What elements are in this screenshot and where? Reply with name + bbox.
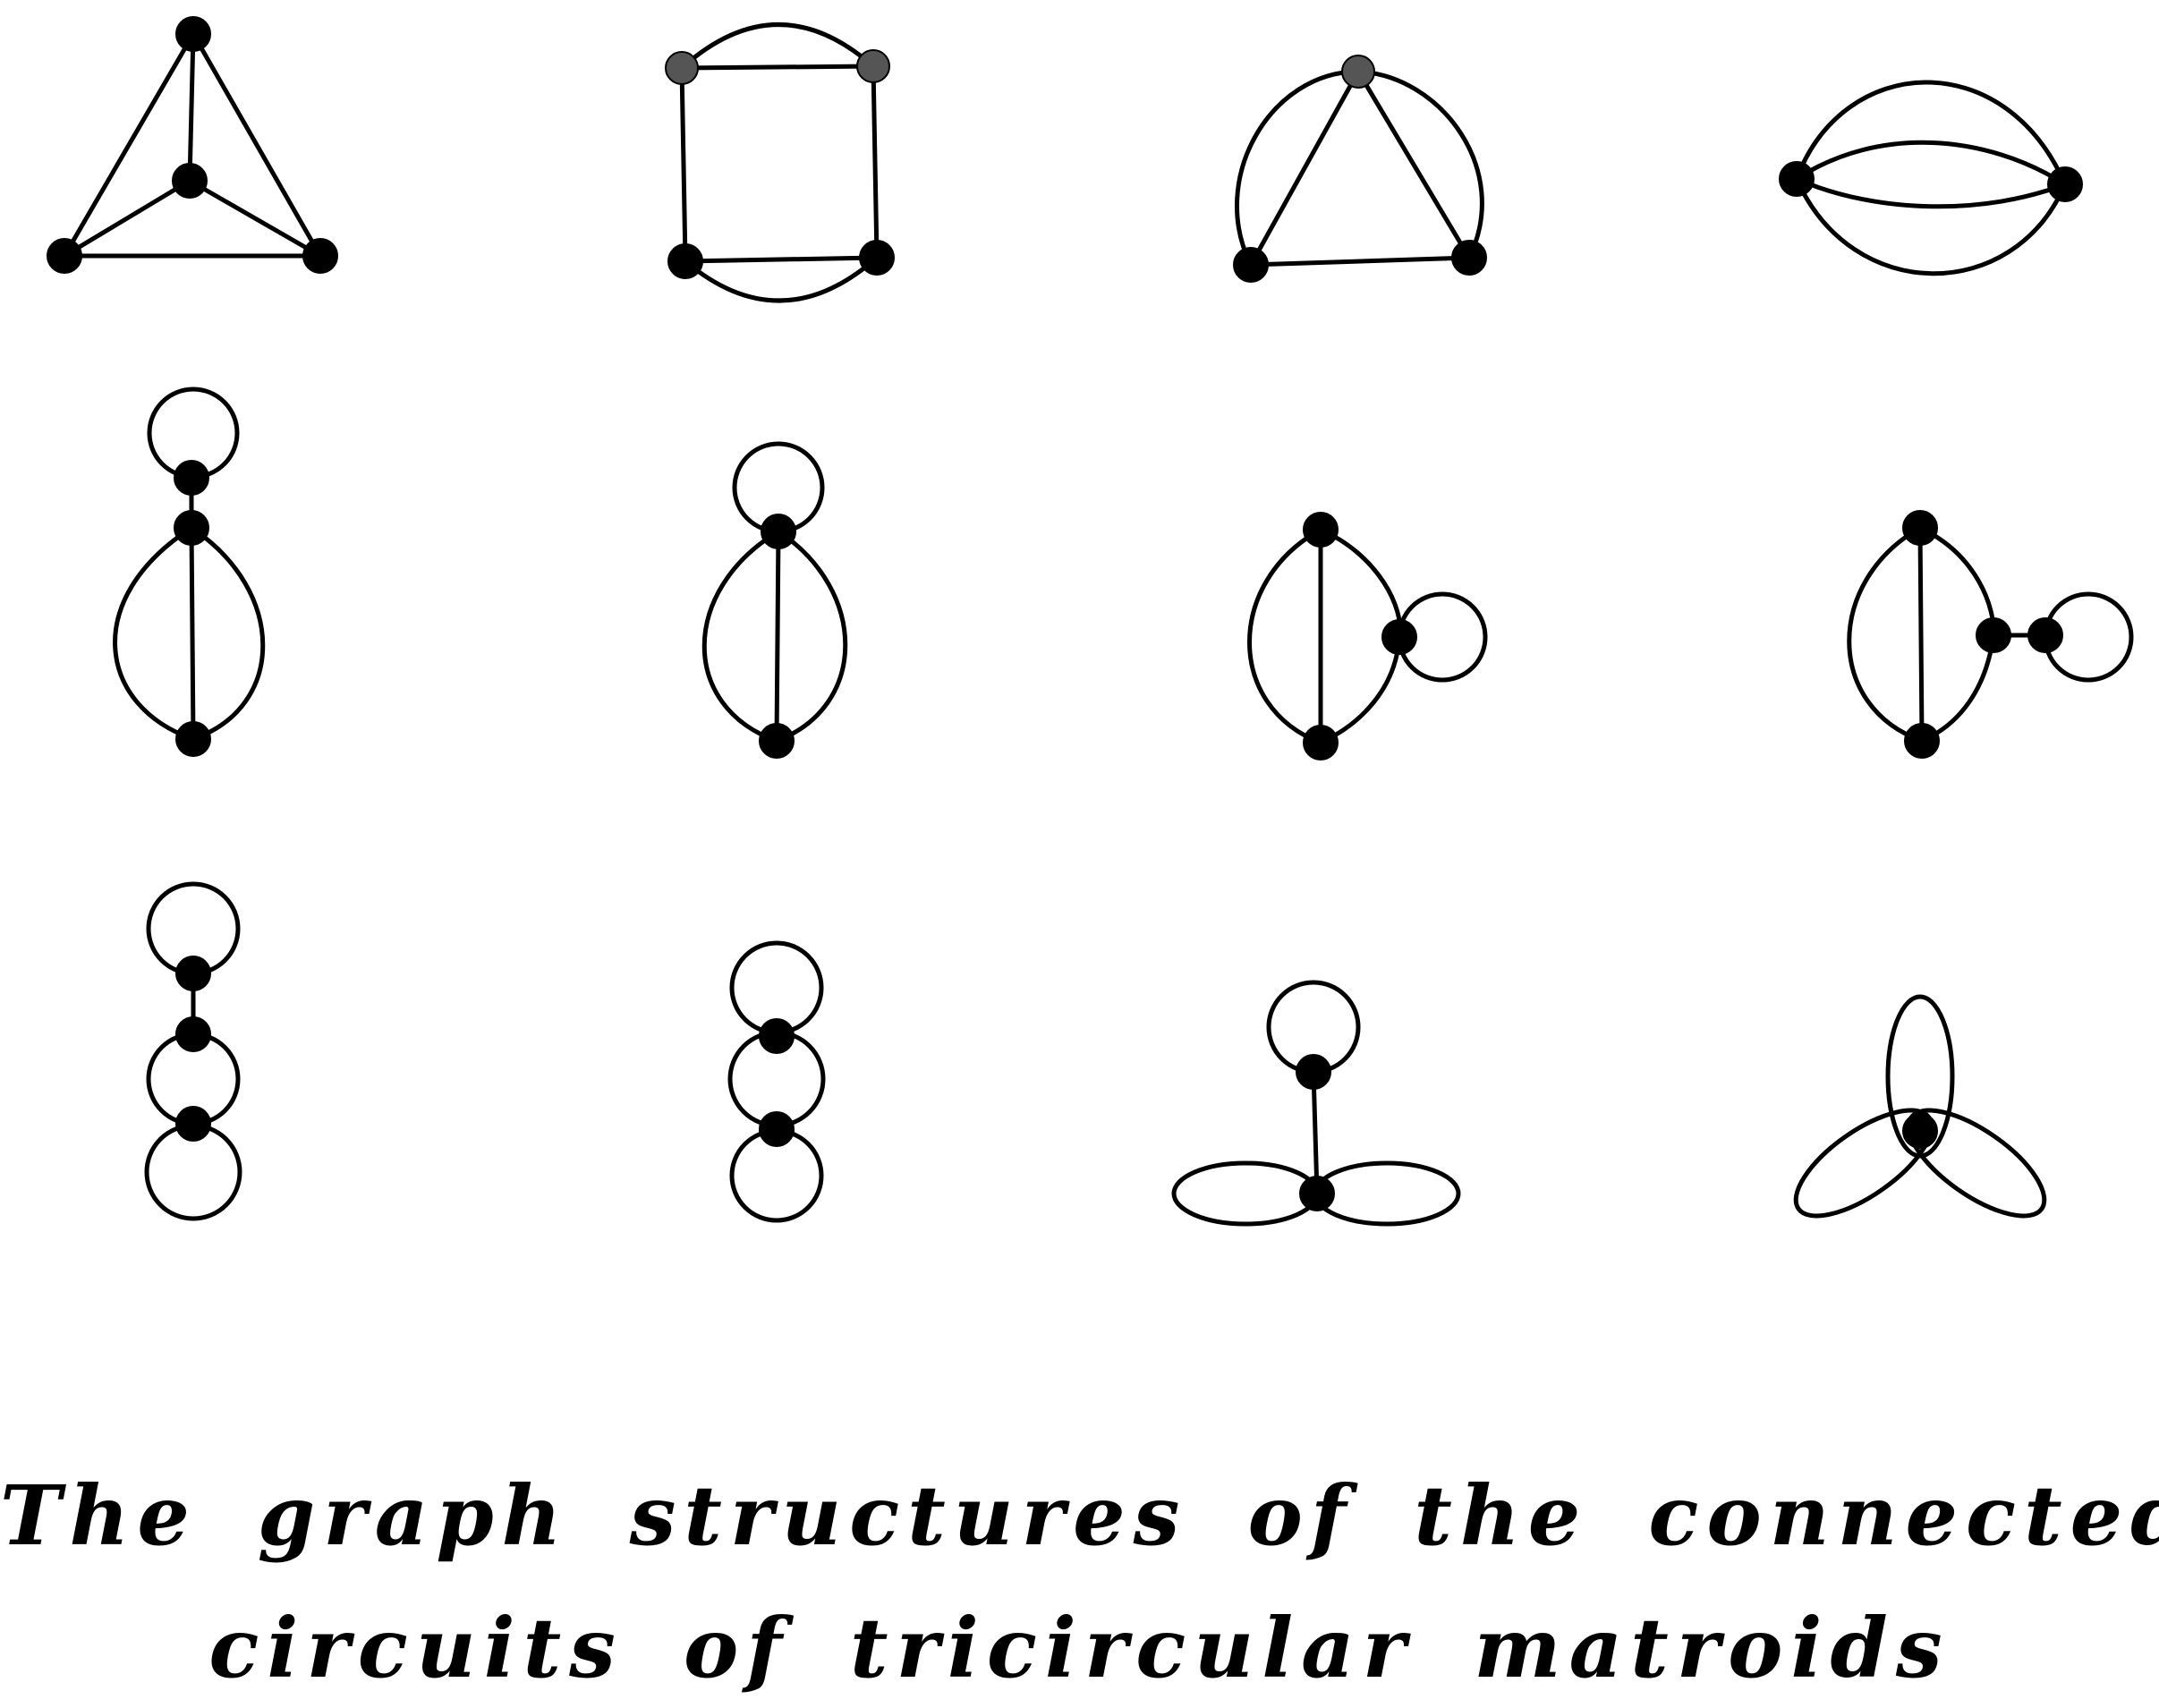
edge [683,255,880,264]
vertex-gray [665,51,699,85]
vertex [1296,1054,1331,1090]
edge [113,525,196,742]
edge [701,529,781,744]
vertex [175,1016,211,1052]
vertex [175,956,211,991]
vertex [1976,617,2011,653]
edge [187,178,323,259]
edge [1356,69,1472,260]
edge [189,525,196,742]
caption-line-2: circuits of tricircular matroids [208,1600,1951,1696]
vertex [1303,725,1339,761]
vertex [174,510,209,546]
graph-loop-chain-bridges [144,881,242,1221]
edge [679,22,876,71]
vertex [174,460,209,496]
vertex [1902,510,1938,546]
edge [1917,525,1925,744]
edge [871,64,880,260]
vertex [172,163,208,199]
vertex [175,16,211,52]
graph-theta-loop-pendant-top [113,387,266,757]
vertex [759,723,795,759]
vertex [302,238,338,274]
edge [62,178,192,259]
vertex [1451,240,1487,276]
edge [1794,176,2068,209]
graph-k4 [47,16,338,274]
vertex [47,238,82,274]
edge [1248,69,1361,268]
edge [679,64,876,71]
edge [187,31,196,183]
loop [1313,1160,1461,1227]
edge [683,255,880,303]
vertex [859,240,895,276]
edge [1248,255,1472,268]
edge [189,525,266,742]
vertex [1902,1113,1938,1149]
edge [774,529,781,744]
vertex [667,243,703,279]
vertex [175,1106,211,1142]
graph-theta-four-edges [1779,80,2083,276]
graph-cycle-doubled-edges [665,22,895,303]
vertex [1303,512,1339,548]
edge [191,31,323,259]
edge [1318,527,1403,640]
vertex [759,1018,795,1054]
graph-loop-chain-touching [727,940,826,1223]
edge [1247,527,1323,745]
loop [1171,1160,1320,1227]
edge [62,31,196,259]
edge [1235,69,1361,268]
edge [1794,80,2068,187]
vertex-gray [1341,55,1375,89]
edge [1917,525,1996,638]
graph-theta-loop-pendant-side [1847,510,2134,759]
edge [1356,69,1484,260]
edge [1794,140,2068,187]
edge [679,65,688,264]
vertex [761,514,796,549]
graph-triangle-doubled-edges [1233,55,1487,283]
vertex [1779,161,1815,197]
edge [1311,1069,1320,1196]
vertex [175,721,211,757]
graph-loops-bridge-two-petals [1171,980,1461,1227]
vertex [1381,619,1417,655]
caption-line-1: The graph structures of the connected [0,1467,2159,1564]
edge [774,529,848,744]
vertex [1904,723,1940,759]
vertex [1233,247,1269,283]
edge [1318,634,1402,745]
graph-theta-loop-top [701,441,848,759]
vertex [2047,166,2083,202]
edge [1919,633,1996,744]
graph-theta-loop-side [1247,512,1488,761]
vertex-gray [856,49,890,83]
graph-three-petal-loops [1793,994,2047,1219]
vertex [1299,1176,1335,1211]
vertex [2027,617,2063,653]
edge [1847,525,1925,744]
vertex [759,1111,795,1147]
loop [1906,1108,2047,1219]
edge [1794,176,2068,276]
